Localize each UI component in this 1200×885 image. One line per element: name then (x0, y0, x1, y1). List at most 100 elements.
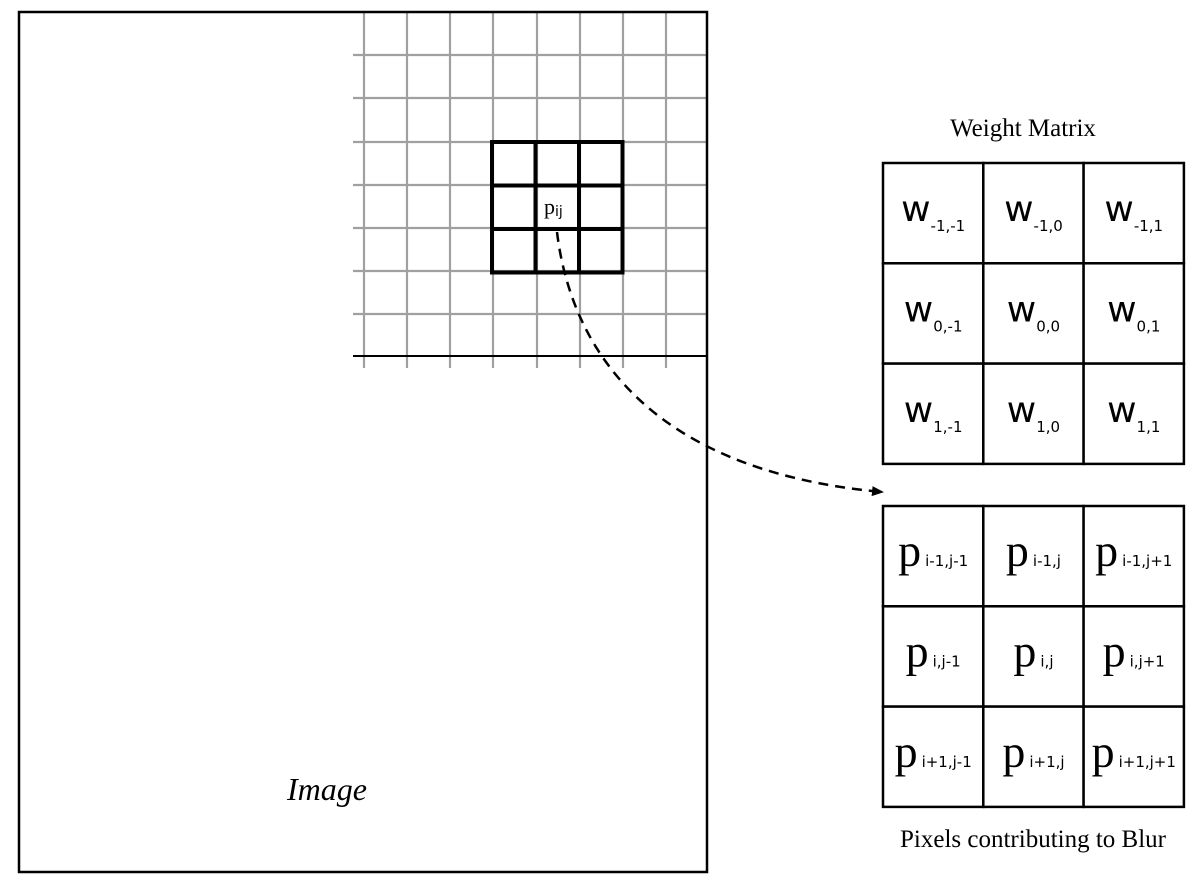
subscript: i-1,j-1 (925, 552, 968, 570)
pixel-label: p i,j (1013, 625, 1053, 676)
subscript: i,j (1040, 652, 1053, 670)
weight-cell: w-1,-1 (881, 161, 985, 265)
weight-cell: w0,1 (1082, 262, 1186, 365)
matrix-cell-border (982, 504, 1085, 608)
neighborhood-cell (533, 140, 581, 188)
weight-label: w-1,-1 (901, 189, 965, 235)
weight-label: w0,0 (1007, 289, 1060, 335)
matrix-cell-border (881, 262, 985, 365)
subscript: 0,-1 (933, 317, 962, 335)
weight-label: w0,-1 (904, 289, 963, 335)
weight-label: w1,-1 (904, 390, 963, 436)
pixel-matrix-caption: Pixels contributing to Blur (900, 826, 1167, 853)
neighborhood-cell (490, 183, 538, 231)
symbol: p (1095, 525, 1118, 576)
matrix-cell-border (1082, 504, 1186, 608)
symbol: w (904, 390, 933, 431)
subscript: i,j-1 (933, 652, 961, 670)
matrix-cell-border (881, 504, 985, 608)
subscript: i+1,j (1029, 753, 1064, 771)
symbol: w (1007, 390, 1036, 431)
symbol: p (1013, 625, 1036, 676)
subscript: i,j+1 (1130, 652, 1165, 670)
weight-label: w-1,1 (1104, 189, 1163, 235)
symbol: p (906, 625, 929, 676)
image-panel: pij Image (17, 10, 709, 874)
subscript: 0,0 (1036, 317, 1060, 335)
subscript: 1,1 (1137, 418, 1161, 436)
subscript: -1,-1 (931, 217, 966, 235)
weight-cell: w0,0 (982, 262, 1085, 365)
symbol: w (901, 189, 930, 230)
symbol: w (1107, 390, 1136, 431)
matrix-cell-border (881, 161, 985, 265)
weight-cell: w1,-1 (881, 362, 985, 466)
symbol: w (1107, 289, 1136, 330)
subscript: -1,0 (1034, 217, 1063, 235)
center-pixel-label: pij (544, 194, 563, 220)
image-label: Image (286, 771, 367, 807)
matrix-cell-border (881, 362, 985, 466)
neighborhood-cell (490, 140, 538, 188)
weight-label: w1,0 (1007, 390, 1060, 436)
weight-label: w0,1 (1107, 289, 1160, 335)
subscript: -1,1 (1134, 217, 1163, 235)
pixel-cell: p i,j (982, 605, 1085, 708)
subscript: 1,-1 (933, 418, 962, 436)
matrix-cell-border (881, 605, 985, 708)
image-frame (17, 10, 709, 874)
subscript: 0,1 (1137, 317, 1161, 335)
matrix-cell-border (1082, 705, 1186, 809)
matrix-cell-border (1082, 605, 1186, 708)
neighborhood-cell (577, 227, 625, 275)
symbol: p (1006, 525, 1029, 576)
neighborhood-cell (577, 183, 625, 231)
dashed-arrow-connector (555, 231, 884, 497)
matrix-cell-border (1082, 161, 1186, 265)
subscript: 1,0 (1036, 418, 1060, 436)
subscript: i-1,j (1033, 552, 1061, 570)
neighborhood-cell (577, 140, 625, 188)
pixel-grid (353, 12, 707, 368)
symbol: p (1103, 625, 1126, 676)
matrix-cell-border (881, 705, 985, 809)
subscript: i+1,j-1 (922, 753, 972, 771)
symbol: w (1004, 189, 1033, 230)
symbol: p (1092, 726, 1115, 777)
weight-cell: w1,0 (982, 362, 1085, 466)
weight-cell: w0,-1 (881, 262, 985, 365)
weight-matrix-title: Weight Matrix (950, 115, 1096, 142)
subscript: i-1,j+1 (1122, 552, 1172, 570)
symbol: w (1104, 189, 1133, 230)
symbol: p (895, 726, 918, 777)
weight-cell: w-1,1 (1082, 161, 1186, 265)
matrix-cell-border (982, 705, 1085, 809)
matrix-cell-border (1082, 362, 1186, 466)
symbol: w (1007, 289, 1036, 330)
neighborhood-3x3 (490, 140, 625, 275)
neighborhood-cell (490, 227, 538, 275)
weight-cell: w-1,0 (982, 161, 1085, 265)
weight-label: w-1,0 (1004, 189, 1063, 235)
symbol: p (898, 525, 921, 576)
symbol: w (904, 289, 933, 330)
subscript: i+1,j+1 (1119, 753, 1176, 771)
